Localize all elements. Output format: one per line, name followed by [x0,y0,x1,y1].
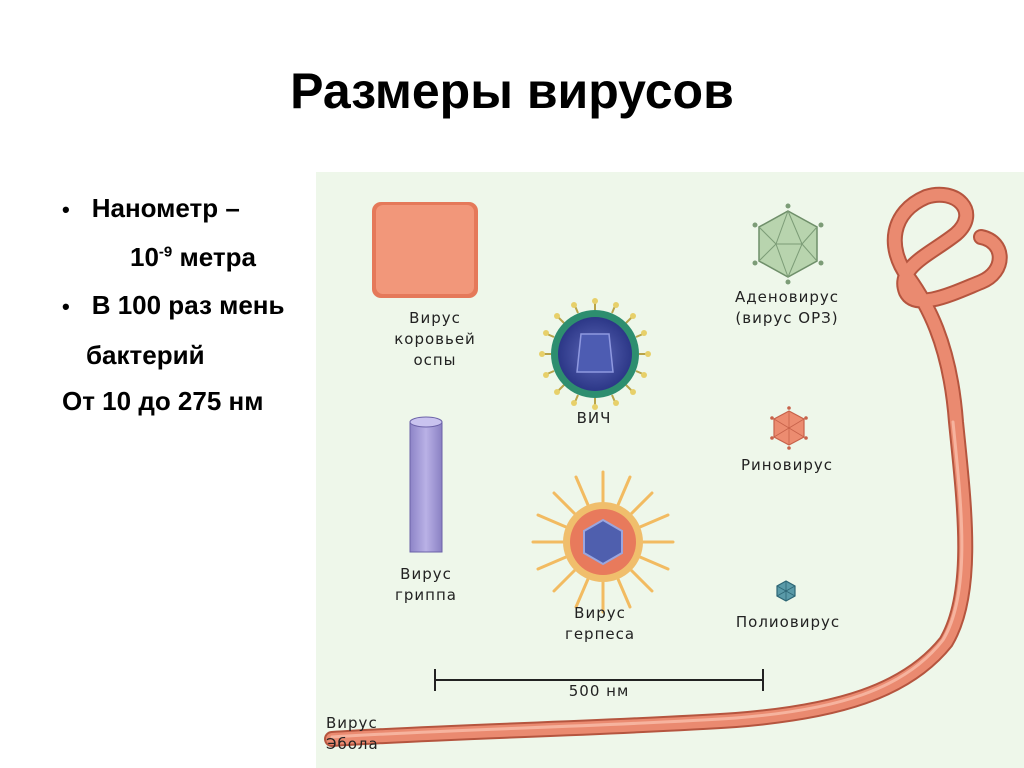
hiv-label: ВИЧ [576,409,612,427]
label-line: (вирус ОРЗ) [735,309,839,327]
influenza-label: Вирус гриппа [370,564,482,606]
label-line: Вирус [409,309,461,327]
ebola-virus [324,186,1008,747]
bullet-text: В 100 раз мень [91,290,285,320]
label-line: Вирус [574,604,626,622]
adenovirus [752,203,824,285]
unit-text: метра [172,242,256,272]
rhinovirus-label: Риновирус [740,456,833,474]
bullet-dot: • [62,197,70,222]
hiv-virus [539,298,651,410]
power-exponent: -9 [158,243,173,261]
scale-bar-label: 500 нм [568,682,630,700]
poliovirus [776,580,796,602]
bacteria-text: бактерий [86,340,205,370]
ebola-label: Вирус Эбола [326,713,406,755]
size-range-text: От 10 до 275 нм [62,386,264,416]
influenza-virus [409,416,443,553]
label-line: гриппа [395,586,457,604]
poliovirus-label: Полиовирус [735,613,841,631]
bullet-smaller: • В 100 раз мень [62,290,285,321]
bullet-text: Нанометр – [91,193,240,223]
diagram-graphics [324,186,1008,747]
cowpox-label: Вирус коровьей оспы [378,308,492,371]
adenovirus-label: Аденовирус (вирус ОРЗ) [702,287,872,329]
label-line: оспы [413,351,457,369]
nanometer-value: 10-9 метра [130,242,256,273]
scale-bar [434,669,764,691]
power-base: 10 [130,242,159,272]
label-line: Эбола [326,735,379,753]
herpes-virus [531,470,675,614]
label-line: Вирус [326,714,378,732]
virus-size-diagram: Вирус коровьей оспы ВИЧ Аденовирус (виру… [316,172,1024,768]
label-line: Вирус [400,565,452,583]
label-line: герпеса [564,625,636,643]
slide-title: Размеры вирусов [290,63,734,119]
label-line: коровьей [394,330,476,348]
herpes-label: Вирус герпеса [540,603,660,645]
label-line: Аденовирус [734,288,840,306]
rhinovirus [770,406,808,450]
bullet-nanometer: • Нанометр – [62,193,240,224]
bullet-dot: • [62,294,70,319]
cowpox-virus [372,202,478,298]
